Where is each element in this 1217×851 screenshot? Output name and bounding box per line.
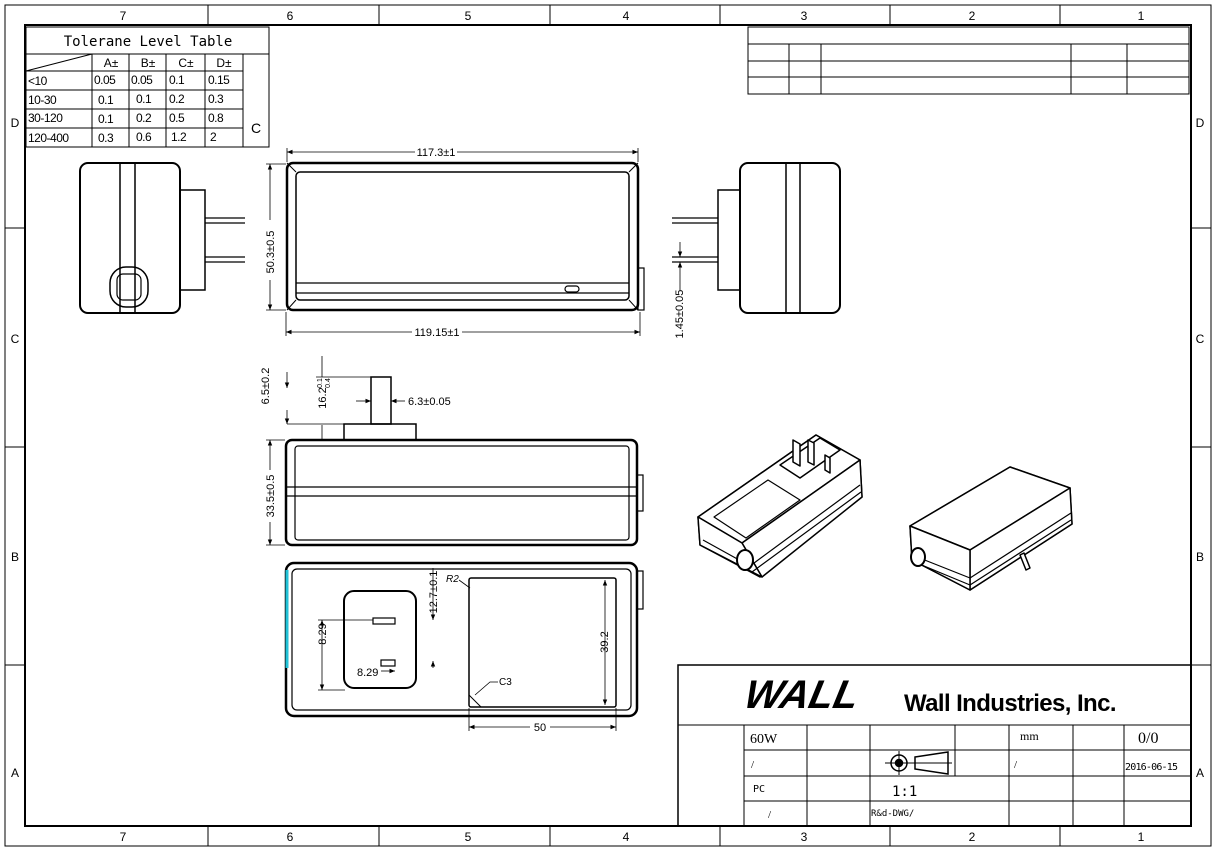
header-c: C± <box>178 56 194 70</box>
bottom-view <box>284 561 644 718</box>
row-label-b: B <box>11 550 19 564</box>
col-label-4: 4 <box>623 9 630 23</box>
title-slash: / <box>768 809 772 821</box>
value-cell: 0.3 <box>98 131 114 145</box>
value-cell: 0.1 <box>98 93 114 107</box>
dim-inlet-v-spacing: 8.29 <box>317 623 329 644</box>
company-logo: WALL Wall Industries, Inc. <box>741 671 1117 717</box>
company-name: Wall Industries, Inc. <box>904 690 1116 717</box>
col-label-5-bottom: 5 <box>465 830 472 844</box>
row-label-d-right: D <box>1196 116 1205 130</box>
row-label-b-right: B <box>1196 550 1204 564</box>
col-label-7: 7 <box>120 9 127 23</box>
drawing-border <box>4 4 1212 847</box>
dim-length-bottom: 119.15±1 <box>415 327 460 339</box>
dim-chamfer: C3 <box>499 677 512 688</box>
row-label-c-right: C <box>1196 332 1205 346</box>
col-label-6-bottom: 6 <box>287 830 294 844</box>
value-cell: 0.2 <box>136 111 152 125</box>
title-drawing-ref: R&d-DWG/ <box>871 809 914 819</box>
value-cell: 0.1 <box>136 92 152 106</box>
row-label-c: C <box>11 332 20 346</box>
front-view <box>284 376 644 547</box>
dim-pin-height-lower-tol: 0.4 <box>325 378 332 388</box>
title-model: 60W <box>750 732 778 747</box>
range-cell: 30-120 <box>28 111 63 125</box>
isometric-view-body <box>909 466 1073 591</box>
top-view <box>285 161 645 312</box>
value-cell: 0.15 <box>208 73 230 87</box>
value-cell: 0.2 <box>169 92 185 106</box>
value-cell: 0.05 <box>94 73 116 87</box>
col-label-3-bottom: 3 <box>801 830 808 844</box>
dim-inlet-h-spacing: 8.29 <box>357 667 378 679</box>
value-cell: 0.1 <box>98 112 114 126</box>
col-label-4-bottom: 4 <box>623 830 630 844</box>
title-revision: 0/0 <box>1138 730 1158 747</box>
col-label-2-bottom: 2 <box>969 830 976 844</box>
value-cell: 1.2 <box>171 130 187 144</box>
range-cell: 120-400 <box>28 131 69 145</box>
range-cell: <10 <box>28 74 48 88</box>
title-unit: mm <box>1020 729 1039 743</box>
dim-pin-width: 6.3±0.05 <box>408 396 451 408</box>
row-label-d: D <box>11 116 20 130</box>
value-cell: 2 <box>210 130 217 144</box>
title-date: 2016-06-15 <box>1125 762 1178 773</box>
title-slash: / <box>751 759 755 771</box>
col-label-1: 1 <box>1138 9 1145 23</box>
row-label-a: A <box>11 766 19 780</box>
col-label-3: 3 <box>801 9 808 23</box>
header-d: D± <box>216 56 232 70</box>
selected-grade: C <box>251 120 261 136</box>
dim-length-top: 117.3±1 <box>417 147 456 159</box>
table-diagonal <box>25 53 93 72</box>
side-view-right <box>672 162 841 314</box>
dim-width: 50.3±0.5 <box>265 231 277 274</box>
range-cell: 10-30 <box>28 93 57 107</box>
title-block <box>677 664 1192 827</box>
dim-inlet-height: 12.7±0.1 <box>428 571 440 614</box>
title-scale: 1:1 <box>892 784 917 800</box>
isometric-view-plug <box>697 434 863 578</box>
row-labels: D C B A D C B A <box>11 116 1205 780</box>
tolerance-table-title: Tolerane Level Table <box>64 34 233 50</box>
value-cell: 0.5 <box>169 111 185 125</box>
dim-pin-height-upper-tol: 0.1 <box>317 378 324 388</box>
col-label-5: 5 <box>465 9 472 23</box>
logo-wall: WALL <box>741 671 864 716</box>
tolerance-table: Tolerane Level Table A± B± C± D± <10 0.0… <box>25 26 270 148</box>
row-label-a-right: A <box>1196 766 1204 780</box>
value-cell: 0.6 <box>136 130 152 144</box>
col-label-1-bottom: 1 <box>1138 830 1145 844</box>
title-slash: / <box>1014 759 1018 771</box>
header-a: A± <box>104 56 119 70</box>
col-label-7-bottom: 7 <box>120 830 127 844</box>
top-view-dimensions <box>266 148 641 336</box>
revision-table <box>747 26 1190 95</box>
column-labels: 7 6 5 4 3 2 1 7 6 5 4 3 2 1 <box>120 9 1145 844</box>
dim-pin-thickness: 1.45±0.05 <box>674 290 686 339</box>
dim-label-height: 39.2 <box>599 631 611 652</box>
dim-corner-radius: R2 <box>446 574 459 585</box>
value-cell: 0.8 <box>208 111 224 125</box>
col-label-2: 2 <box>969 9 976 23</box>
dim-pin-height: 16.2 <box>317 387 329 408</box>
dim-height: 33.5±0.5 <box>265 475 277 518</box>
projection-symbol <box>885 751 952 775</box>
front-view-dimensions <box>266 356 405 546</box>
value-cell: 0.1 <box>169 73 185 87</box>
side-view-left <box>79 162 245 314</box>
title-material: PC <box>753 784 765 795</box>
header-b: B± <box>141 56 156 70</box>
dim-label-width: 50 <box>534 722 546 734</box>
col-label-6: 6 <box>287 9 294 23</box>
value-cell: 0.3 <box>208 92 224 106</box>
dim-pin-length: 6.5±0.2 <box>260 368 272 405</box>
value-cell: 0.05 <box>131 73 153 87</box>
